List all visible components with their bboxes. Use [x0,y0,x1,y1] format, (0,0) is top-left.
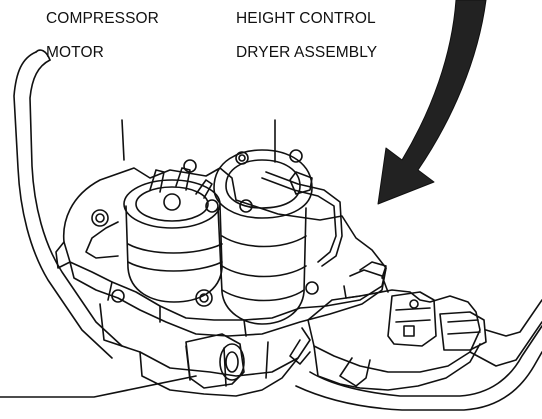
right-mount-bracket [307,289,481,373]
compressor-motor-body [125,205,223,303]
electrical-connector [387,291,437,347]
harness-connector [439,311,487,351]
direction-arrow-icon [377,0,487,205]
dryer-canister-body [217,207,307,325]
hose-tube-inner [29,59,123,347]
compressor-label-line2: MOTOR [46,44,104,61]
mounting-bracket [62,167,387,321]
lower-housing [99,303,311,377]
mounting-bolts [91,149,319,307]
right-hose [309,325,542,397]
dryer-label-line1: HEIGHT CONTROL [236,10,376,27]
bottom-leader-line [0,375,197,398]
dryer-label-line2: DRYER ASSEMBLY [236,44,378,61]
wiring-harness [485,299,542,337]
hose-tube-outer [13,51,113,359]
compressor-leader-line [121,119,125,161]
compressor-label-line1: COMPRESSOR [46,10,159,27]
